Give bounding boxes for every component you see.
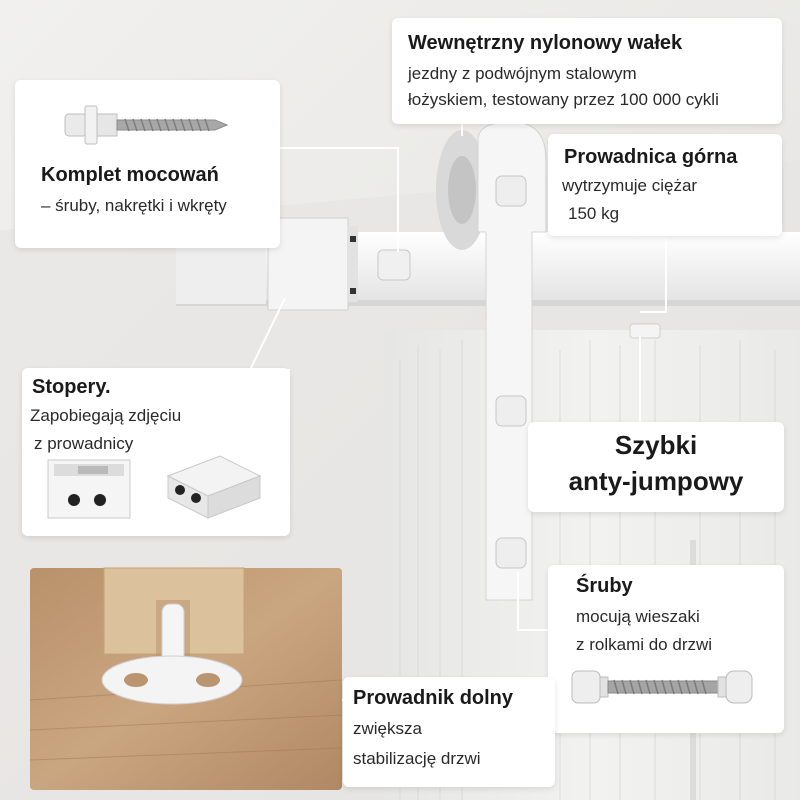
screws-title: Śruby bbox=[576, 575, 633, 597]
rail-stopper bbox=[267, 217, 358, 311]
roller-line1: jezdny z podwójnym stalowym bbox=[408, 64, 637, 83]
screws-line1: mocują wieszaki bbox=[576, 607, 700, 626]
callout-stoppers: Stopery. Zapobiegają zdjęciu z prowadnic… bbox=[22, 368, 290, 536]
rail-title: Prowadnica górna bbox=[564, 146, 738, 168]
lag-screw-image bbox=[64, 105, 229, 145]
callout-fixings: Komplet mocowań – śruby, nakrętki i wkrę… bbox=[15, 80, 280, 248]
callout-floor-guide: Prowadnik dolny zwiększa stabilizację dr… bbox=[343, 677, 555, 787]
anti-jump-clip bbox=[629, 323, 661, 339]
fixings-title: Komplet mocowań bbox=[41, 164, 219, 186]
screws-line2: z rolkami do drzwi bbox=[576, 635, 713, 654]
rail-line1: wytrzymuje ciężar bbox=[562, 176, 698, 195]
stops-line1: Zapobiegają zdjęciu bbox=[30, 406, 182, 425]
stops-title: Stopery. bbox=[32, 376, 111, 398]
callout-screws: Śruby mocują wieszaki z rolkami do drzwi bbox=[548, 565, 784, 733]
roller-line2: łożyskiem, testowany przez 100 000 cykli bbox=[408, 90, 719, 109]
stops-line2: z prowadnicy bbox=[34, 434, 134, 453]
fixings-desc: – śruby, nakrętki i wkręty bbox=[41, 196, 227, 215]
floor-guide-photo bbox=[29, 567, 343, 790]
floor-guide-line1: zwiększa bbox=[353, 719, 422, 738]
rail-bolt bbox=[377, 249, 411, 281]
roller-title: Wewnętrzny nylonowy wałek bbox=[408, 32, 683, 54]
anti-jump-line1: Szybki bbox=[614, 430, 698, 460]
rail-line2: 150 kg bbox=[568, 204, 620, 223]
floor-guide-title: Prowadnik dolny bbox=[353, 687, 514, 709]
callout-roller: Wewnętrzny nylonowy wałek jezdny z podwó… bbox=[392, 18, 782, 124]
callout-anti-jump: Szybki anty-jumpowy bbox=[528, 422, 784, 512]
stopper-front-image bbox=[47, 459, 131, 519]
bolt-image bbox=[571, 670, 753, 704]
stopper-side-image bbox=[166, 455, 262, 519]
callout-top-rail: Prowadnica górna wytrzymuje ciężar 150 k… bbox=[548, 134, 782, 236]
anti-jump-line2: anty-jumpowy bbox=[568, 466, 744, 496]
floor-guide-line2: stabilizację drzwi bbox=[353, 749, 481, 768]
